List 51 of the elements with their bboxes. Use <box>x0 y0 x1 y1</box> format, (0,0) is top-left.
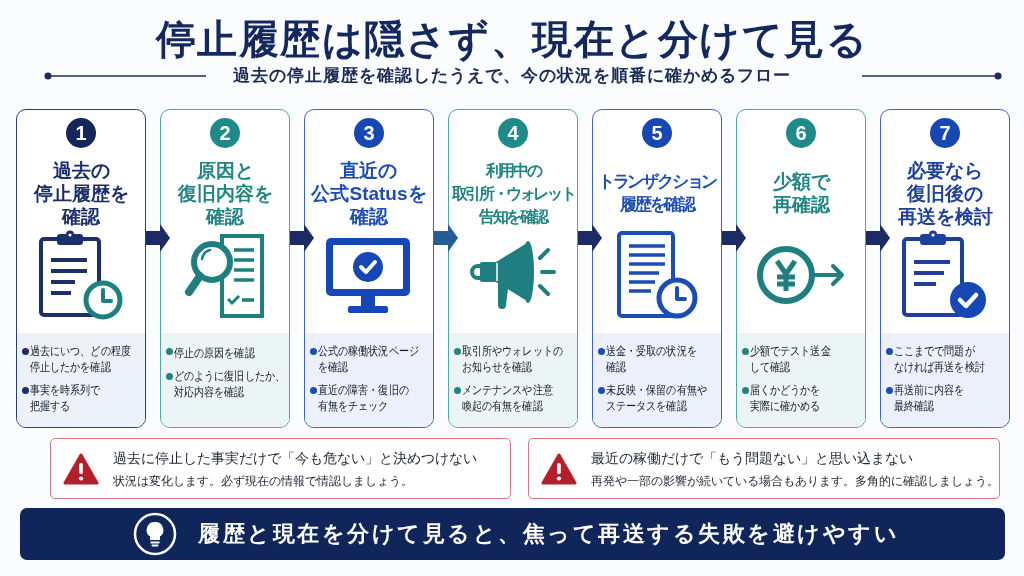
step-number: 5 <box>642 118 672 148</box>
warning-text: 最近の稼働だけで「もう問題ない」と思い込まない <box>591 450 913 468</box>
bullet-text: 過去にいつ、どの程度停止したかを確認 <box>30 343 131 375</box>
step-heading: 直近の公式Statusを確認 <box>311 158 427 228</box>
bullet-text: 届くかどうかを実際に確かめる <box>750 382 821 414</box>
step-card <box>592 109 722 428</box>
step-number: 4 <box>498 118 528 148</box>
step-card <box>16 109 146 428</box>
bullet-text: ここまでで問題がなければ再送を検討 <box>894 343 985 375</box>
title: 停止履歴は隠さず、現在と分けて見る <box>155 16 869 63</box>
bullet-text: メンテナンスや注意喚起の有無を確認 <box>462 382 553 414</box>
bullet-text: 直近の障害・復旧の有無をチェック <box>318 382 409 414</box>
arrow <box>290 224 314 252</box>
step-card <box>736 109 866 428</box>
arrow <box>146 224 170 252</box>
step-heading: 少額で再確認 <box>772 170 830 216</box>
subtitle: 過去の停止履歴を確認したうえで、今の状況を順番に確かめるフロー <box>233 65 791 87</box>
step-heading: 必要なら復旧後の再送を検討 <box>897 158 993 228</box>
warning-text: 過去に停止した事実だけで「今も危ない」と決めつけない <box>113 450 477 468</box>
arrow <box>866 224 890 252</box>
step-heading: 原因と復旧内容を確認 <box>177 158 273 228</box>
arrow <box>578 224 602 252</box>
summary-banner <box>20 508 1005 560</box>
step-heading: トランザクション履歴を確認 <box>597 171 717 216</box>
step-card <box>880 109 1010 428</box>
step-number: 3 <box>354 118 384 148</box>
step-card <box>160 109 290 428</box>
warning-box <box>50 438 511 499</box>
step-number: 7 <box>930 118 960 148</box>
bullet-text: 停止の原因を確認 <box>174 345 255 361</box>
step-card <box>304 109 434 428</box>
bullet-text: 再送前に内容を最終確認 <box>894 382 965 414</box>
bullet-text: 送金・受取の状況を確認 <box>606 343 697 375</box>
step-number: 6 <box>786 118 816 148</box>
warning-note: 状況は変化します。必ず現在の情報で情認しましょう。 <box>113 473 413 490</box>
bullet-text: 未反映・保留の有無やステータスを確認 <box>606 382 707 414</box>
banner-text: 履歴と現在を分けて見ると、焦って再送する失敗を避けやすい <box>198 520 899 548</box>
step-heading: 過去の停止履歴を確認 <box>33 158 129 228</box>
step-number: 2 <box>210 118 240 148</box>
bullet-text: 公式の稼働状況ページを確認 <box>318 343 419 375</box>
warning-box <box>528 438 1000 499</box>
arrow <box>722 224 746 252</box>
step-number: 1 <box>66 118 96 148</box>
arrow <box>434 224 458 252</box>
bullet-text: 事実を時系列で把握する <box>30 382 101 414</box>
bullet-text: 少額でテスト送金して確認 <box>750 343 831 375</box>
warning-note: 再発や一部の影響が続いている場合もあります。多角的に確認しましょう。 <box>591 473 999 490</box>
step-heading: 利用中の取引所・ウォレット告知を確認 <box>451 160 575 227</box>
step-card <box>448 109 578 428</box>
bullet-text: 取引所やウォレットのお知らせを確認 <box>462 343 563 375</box>
bullet-text: どのように復旧したか、対応内容を確認 <box>174 368 285 400</box>
